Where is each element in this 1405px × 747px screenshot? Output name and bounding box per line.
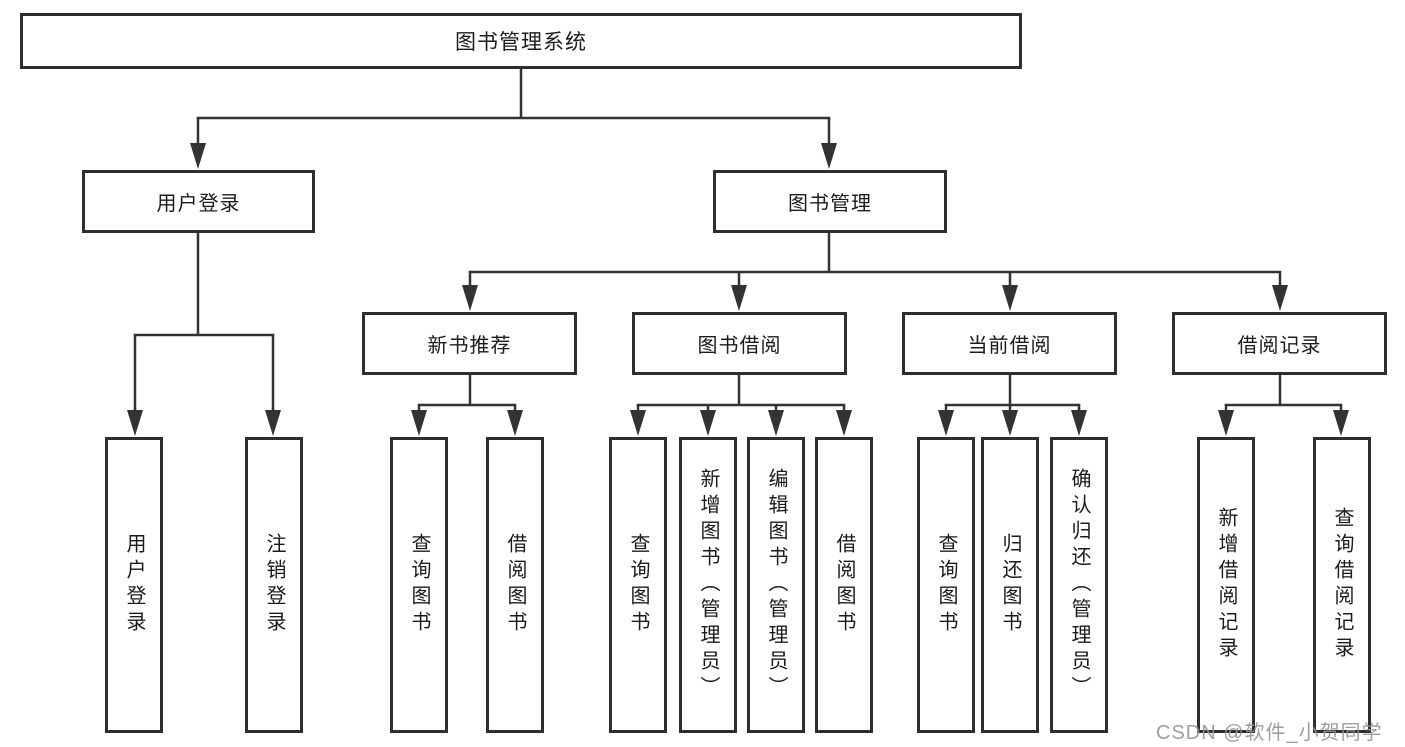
csdn-watermark: CSDN @软件_小贺同学 bbox=[1156, 722, 1383, 744]
leaf-user-login: 用户登录 bbox=[105, 437, 163, 733]
leaf-add-borrow-record: 新增借阅记录 bbox=[1197, 437, 1255, 733]
node-current-borrowing: 当前借阅 bbox=[902, 312, 1117, 375]
arrowheads bbox=[127, 143, 1349, 436]
node-new-book-recommendation: 新书推荐 bbox=[362, 312, 577, 375]
leaf-add-books-admin: 新增图书（管理员） bbox=[679, 437, 737, 733]
leaf-borrow-books-recommend: 借阅图书 bbox=[486, 437, 544, 733]
leaf-edit-books-admin: 编辑图书（管理员） bbox=[747, 437, 805, 733]
node-book-borrowing: 图书借阅 bbox=[632, 312, 847, 375]
leaf-confirm-return-admin: 确认归还（管理员） bbox=[1050, 437, 1108, 733]
node-user-login: 用户登录 bbox=[82, 170, 315, 233]
leaf-query-books-borrowing: 查询图书 bbox=[609, 437, 667, 733]
leaf-logout: 注销登录 bbox=[245, 437, 303, 733]
leaf-return-books: 归还图书 bbox=[981, 437, 1039, 733]
node-book-management: 图书管理 bbox=[713, 170, 947, 233]
leaf-query-books-current: 查询图书 bbox=[917, 437, 975, 733]
node-borrowing-records: 借阅记录 bbox=[1172, 312, 1387, 375]
leaf-query-books-recommend: 查询图书 bbox=[390, 437, 448, 733]
leaf-query-borrow-record: 查询借阅记录 bbox=[1313, 437, 1371, 733]
node-library-management-system: 图书管理系统 bbox=[20, 13, 1022, 69]
leaf-borrow-books-borrowing: 借阅图书 bbox=[815, 437, 873, 733]
